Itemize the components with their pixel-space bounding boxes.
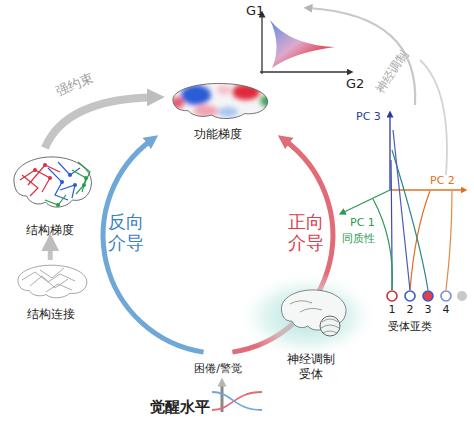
axis-label: G1: [246, 3, 264, 19]
pc-axes: [342, 114, 464, 213]
neuromodulatory-receptor-node: 神经调制 受体: [272, 282, 350, 382]
axis-label: PC 1: [350, 216, 375, 229]
connector-arrow: [48, 244, 53, 260]
node-caption: 结构连接: [8, 307, 93, 322]
axis-label: 同质性: [342, 232, 375, 245]
callout-number: 3: [425, 303, 432, 316]
axis-label: G2: [346, 76, 364, 92]
receptor-circles: [387, 291, 467, 301]
structural-connection-node: 结构连接: [8, 262, 93, 322]
structural-gradient-node: 结构梯度: [5, 150, 95, 238]
arrow-label: 神经调制: [373, 48, 411, 96]
functional-brain: [160, 78, 276, 124]
connector-arrow: [45, 97, 154, 148]
structural-gradient-brain: [14, 157, 92, 207]
receptor-links: [373, 130, 452, 290]
receptor-brain: [236, 272, 380, 360]
node-caption: 功能梯度: [160, 127, 276, 142]
gradient-axes: [260, 14, 350, 74]
legend-label: 受体亚类: [388, 320, 432, 333]
state-label: 困倦/警觉: [194, 362, 242, 375]
structural-connection-brain: [18, 265, 87, 298]
axis-label: PC 2: [430, 174, 455, 187]
functional-gradient-node: 功能梯度: [160, 78, 276, 142]
pathway-label: 正向 介导: [288, 212, 329, 253]
callout-number: 1: [389, 303, 396, 316]
node-caption: 神经调制 受体: [285, 352, 338, 382]
neuromodulation-arrow: [308, 8, 447, 175]
arousal-curves: [212, 382, 262, 412]
callout-number: 2: [407, 303, 414, 316]
callout-number: 4: [443, 303, 450, 316]
node-caption: 结构梯度: [5, 223, 95, 238]
pathway-label: 反向 介导: [108, 212, 149, 253]
arousal-label: 觉醒水平: [150, 398, 210, 416]
axis-label: PC 3: [356, 110, 381, 123]
edge-label: 强约束: [51, 68, 98, 101]
